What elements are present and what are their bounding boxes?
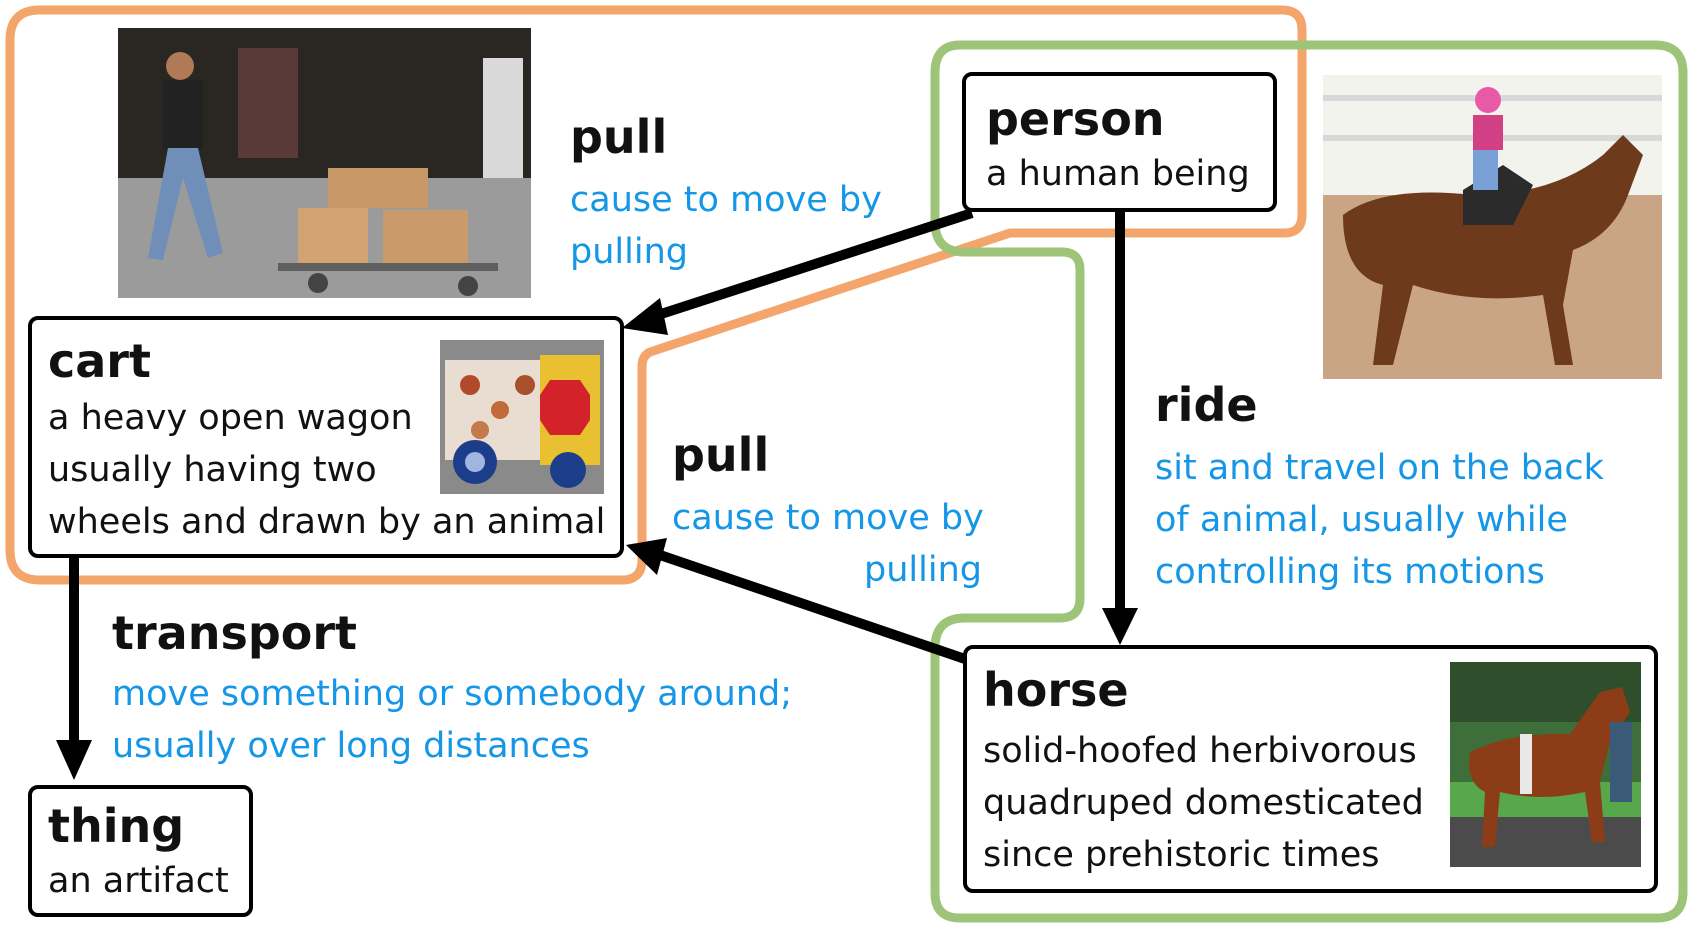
- girl-riding-horse-photo: [1323, 75, 1662, 379]
- node-person: person a human being: [962, 72, 1277, 212]
- relation-horse-pull-cart-verb: pull: [672, 428, 770, 482]
- node-cart-title: cart: [48, 334, 151, 388]
- arrow-horse-pull-cart: [626, 538, 970, 665]
- ice-cream-cart-photo-inset: [440, 340, 604, 494]
- node-cart: cart a heavy open wagon usually having t…: [28, 316, 624, 558]
- node-cart-gloss-line-3: wheels and drawn by an animal: [48, 502, 606, 542]
- horse-with-handler-photo-inset: [1450, 662, 1641, 867]
- relation-cart-transport-thing-verb: transport: [112, 606, 358, 660]
- node-horse-title: horse: [983, 663, 1129, 717]
- relation-cart-transport-thing-gloss-line-2: usually over long distances: [112, 726, 590, 766]
- relation-person-pull-cart-verb: pull: [570, 110, 668, 164]
- relation-person-ride-horse-gloss-line-3: controlling its motions: [1155, 552, 1545, 592]
- relation-person-ride-horse-verb: ride: [1155, 378, 1258, 432]
- node-cart-gloss-line-1: a heavy open wagon: [48, 398, 413, 438]
- arrow-person-pull-cart: [622, 208, 974, 335]
- node-horse-gloss-line-2: quadruped domesticated: [983, 783, 1424, 823]
- group-outline-person-cart: [5, 5, 1307, 585]
- relation-person-pull-cart-gloss-line-2: pulling: [570, 232, 688, 272]
- node-cart-gloss-line-2: usually having two: [48, 450, 377, 490]
- man-pulling-cart-photo: [118, 28, 531, 298]
- node-thing: thing an artifact: [28, 785, 253, 917]
- group-outline-person-horse: [930, 40, 1688, 923]
- node-thing-gloss: an artifact: [48, 861, 229, 901]
- relation-cart-transport-thing-gloss-line-1: move something or somebody around;: [112, 674, 793, 714]
- relation-person-ride-horse-gloss-line-2: of animal, usually while: [1155, 500, 1568, 540]
- arrow-person-ride-horse: [1102, 212, 1138, 645]
- relation-person-pull-cart-gloss-line-1: cause to move by: [570, 180, 882, 220]
- node-person-title: person: [986, 92, 1165, 146]
- relation-horse-pull-cart-gloss-line-2: pulling: [864, 550, 982, 590]
- node-horse-gloss-line-1: solid-hoofed herbivorous: [983, 731, 1417, 771]
- node-person-gloss: a human being: [986, 154, 1250, 194]
- relation-horse-pull-cart-gloss-line-1: cause to move by: [672, 498, 984, 538]
- arrow-cart-transport-thing: [56, 556, 92, 780]
- node-thing-title: thing: [48, 799, 185, 853]
- relation-person-ride-horse-gloss-line-1: sit and travel on the back: [1155, 448, 1604, 488]
- node-horse-gloss-line-3: since prehistoric times: [983, 835, 1380, 875]
